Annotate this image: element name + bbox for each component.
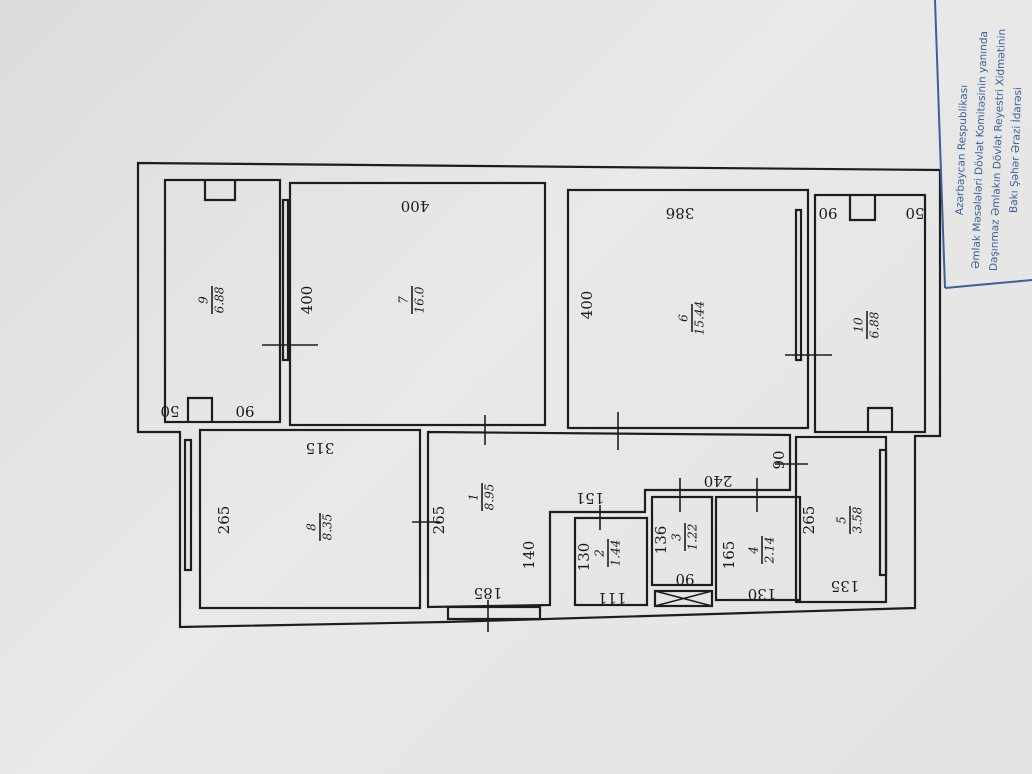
dimension-label: 315 <box>306 439 335 457</box>
dimension-label: 400 <box>401 197 430 215</box>
dimension-label: 265 <box>800 506 818 535</box>
dimension-label: 130 <box>748 585 777 603</box>
room-area: 15.44 <box>693 301 707 335</box>
dimension-label: 400 <box>578 291 596 320</box>
dimension-label: 50 <box>905 204 924 222</box>
stamp-line: Bakı Şəhər Ərazi İdarəsi <box>1007 87 1024 213</box>
dimension-label: 90 <box>770 450 788 469</box>
dimension-label: 135 <box>831 577 860 595</box>
dimension-label: 185 <box>474 584 503 602</box>
room-9-notch <box>203 180 237 202</box>
dimension-label: 140 <box>520 541 538 570</box>
room-4-outline <box>714 495 802 602</box>
doors <box>262 344 832 632</box>
room-area: 1.44 <box>609 540 623 567</box>
room-10-notch <box>848 195 877 222</box>
room-area: 3.58 <box>851 506 865 533</box>
room-10-notch-bottom <box>866 406 894 432</box>
room-area: 1.22 <box>686 524 700 551</box>
room-number: 10 <box>852 317 866 333</box>
room-number: 2 <box>593 549 607 558</box>
room-area: 8.35 <box>321 514 335 541</box>
room-area: 6.88 <box>213 286 227 313</box>
room-area: 8.95 <box>483 484 497 511</box>
room-area: 2.14 <box>763 537 777 565</box>
dimension-label: 151 <box>576 489 605 507</box>
room-6-outline <box>566 188 810 430</box>
dimension-label: 130 <box>575 543 593 572</box>
room-number: 4 <box>747 546 761 555</box>
room-2-outline <box>573 516 649 607</box>
room-area: 16.0 <box>413 286 427 313</box>
dimension-label: 240 <box>704 472 733 490</box>
room-number: 9 <box>197 296 211 304</box>
dimension-label: 165 <box>720 541 738 570</box>
room-number: 5 <box>835 516 849 524</box>
dimension-label: 386 <box>666 204 695 222</box>
dimension-label: 90 <box>235 402 254 420</box>
dimension-label: 111 <box>598 589 627 607</box>
room-number: 8 <box>305 523 319 531</box>
room-9-outline <box>163 178 282 424</box>
dimension-label: 50 <box>160 402 179 420</box>
stamp-line: Daşınmaz Əmlakın Dövlət Reyestri Xidməti… <box>988 29 1008 272</box>
outer-wall <box>136 161 942 629</box>
windows <box>183 198 888 621</box>
room-number: 7 <box>397 296 411 304</box>
room-7-outline <box>288 181 547 427</box>
room-1-outline <box>426 430 792 609</box>
stamp-line: Azərbaycan Respublikası <box>954 85 971 216</box>
dimension-label: 265 <box>215 506 233 535</box>
room-number: 6 <box>677 314 691 322</box>
room-10-outline <box>813 193 927 434</box>
dimension-label: 90 <box>675 570 694 588</box>
room-9-notch-bottom <box>186 396 214 422</box>
dimension-label: 400 <box>298 286 316 315</box>
dimension-label: 136 <box>652 526 670 555</box>
stamp-line: Əmlak Məsələləri Dövlət Komitəsinin yanı… <box>970 31 990 269</box>
room-number: 3 <box>670 533 684 541</box>
ventilation-shaft <box>653 589 714 608</box>
room-8-outline <box>198 428 422 610</box>
walls <box>136 161 942 632</box>
room-number: 1 <box>467 493 481 501</box>
room-3-outline <box>650 495 714 587</box>
room-area: 6.88 <box>868 311 882 338</box>
dimension-label: 90 <box>818 204 837 222</box>
dimension-label: 265 <box>430 506 448 535</box>
